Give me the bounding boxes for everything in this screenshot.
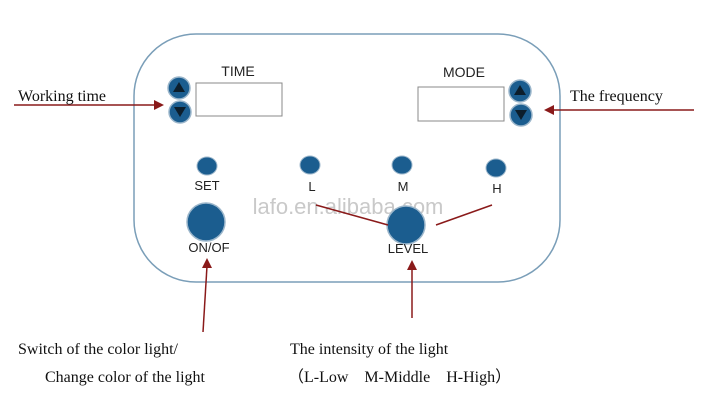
mode-display xyxy=(417,86,505,122)
up-arrow-icon xyxy=(173,82,185,92)
mode-up-button[interactable] xyxy=(508,79,532,103)
switch-arrow xyxy=(202,265,208,333)
set-button[interactable] xyxy=(196,156,218,176)
high-label: H xyxy=(492,181,501,196)
mode-down-button[interactable] xyxy=(509,103,533,127)
arrow-head-icon xyxy=(544,105,554,115)
low-label: L xyxy=(308,179,315,194)
switch-label-line1: Switch of the color light/ xyxy=(18,341,179,358)
arrow-head-icon xyxy=(202,258,212,268)
time-down-button[interactable] xyxy=(168,100,192,124)
working-time-label: Working time xyxy=(18,88,106,105)
onoff-label: ON/OF xyxy=(188,240,229,255)
high-button[interactable] xyxy=(485,158,507,178)
low-button[interactable] xyxy=(299,155,321,175)
middle-label: M xyxy=(398,179,409,194)
middle-button[interactable] xyxy=(391,155,413,175)
time-display xyxy=(195,82,283,117)
set-label: SET xyxy=(194,178,219,193)
intensity-label-line1: The intensity of the light xyxy=(290,341,449,358)
onoff-button[interactable] xyxy=(186,202,226,242)
high-to-level-line xyxy=(435,204,493,226)
up-arrow-icon xyxy=(514,85,526,95)
time-up-button[interactable] xyxy=(167,76,191,100)
level-label: LEVEL xyxy=(388,241,428,256)
frequency-label: The frequency xyxy=(570,88,663,105)
down-arrow-icon xyxy=(174,107,186,117)
arrow-head-icon xyxy=(154,100,164,110)
level-button[interactable] xyxy=(386,205,426,245)
time-label: TIME xyxy=(221,63,254,79)
down-arrow-icon xyxy=(515,110,527,120)
switch-label-line2: Change color of the light xyxy=(45,369,206,386)
mode-label: MODE xyxy=(443,64,485,80)
arrow-head-icon xyxy=(407,260,417,270)
intensity-label-line2: （L-Low M-Middle H-High） xyxy=(288,368,511,386)
low-to-level-line xyxy=(315,204,389,226)
